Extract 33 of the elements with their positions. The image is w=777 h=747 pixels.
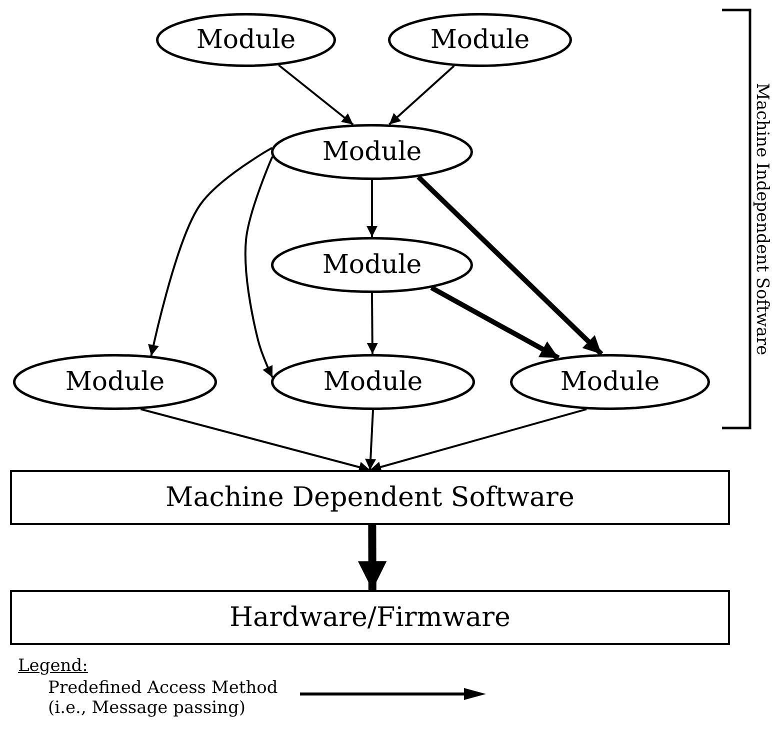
arrow <box>370 408 587 472</box>
process-box <box>10 470 730 525</box>
arrow <box>148 147 273 356</box>
node-label: Module <box>560 367 660 397</box>
arrow <box>278 64 354 126</box>
module-ellipse <box>271 124 473 180</box>
module-ellipse <box>271 237 473 293</box>
arrow <box>416 175 604 356</box>
node-label: Module <box>323 367 423 397</box>
node-label: Module <box>65 367 165 397</box>
module-ellipse <box>156 13 336 67</box>
side-label: Machine Independent Software <box>752 82 772 356</box>
process-box <box>10 590 730 645</box>
legend-heading: Legend: <box>18 656 88 676</box>
node-label: Module <box>196 25 296 55</box>
node-label: Module <box>430 25 530 55</box>
arrow <box>366 180 378 237</box>
node-label: Machine Dependent Software <box>166 482 574 513</box>
legend-text: Predefined Access Method (i.e., Message passing) <box>48 678 279 719</box>
node-label: Module <box>322 250 422 280</box>
node-label: Module <box>322 137 422 167</box>
arrow <box>388 65 455 126</box>
arrow <box>140 408 370 472</box>
arrow <box>244 156 274 378</box>
arrow <box>358 524 387 590</box>
arrow <box>365 410 376 470</box>
module-ellipse <box>510 354 710 410</box>
arrow <box>366 293 378 354</box>
node-label: Hardware/Firmware <box>230 602 510 633</box>
module-ellipse <box>271 354 475 410</box>
module-ellipse <box>13 354 217 410</box>
module-ellipse <box>388 13 572 67</box>
arrow <box>430 285 560 360</box>
